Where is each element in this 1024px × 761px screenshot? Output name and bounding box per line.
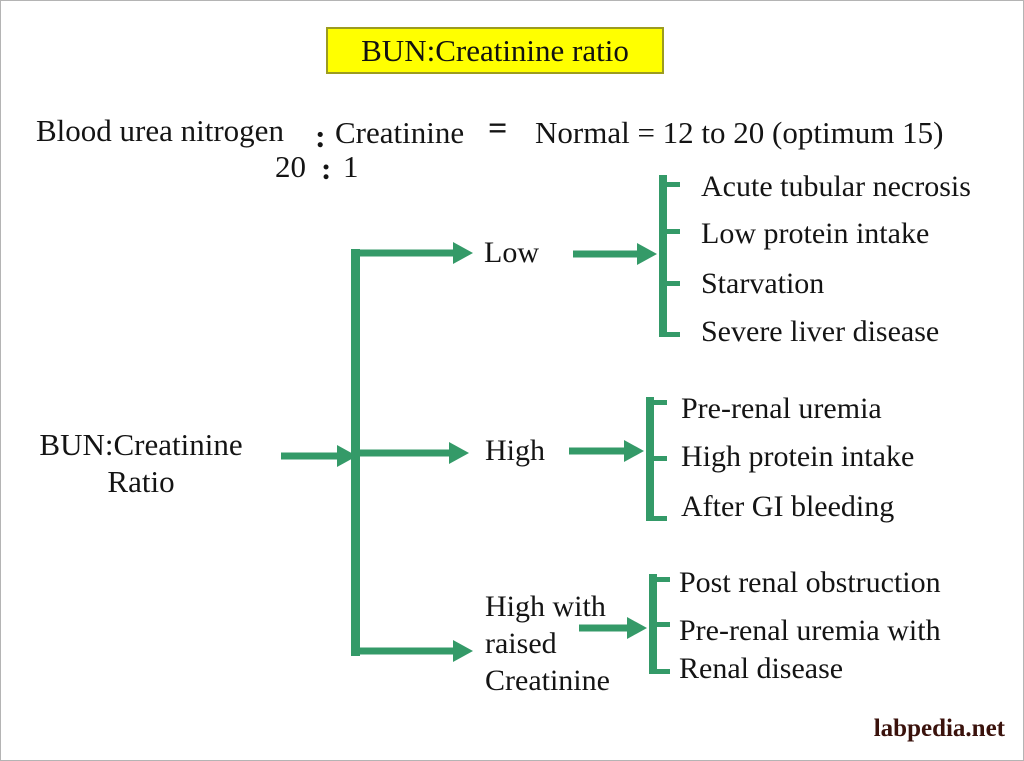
formula-colon-2: : — [321, 151, 332, 186]
raised-item-2: Pre-renal uremia with Renal disease — [679, 614, 941, 685]
formula-ratio-1: 1 — [343, 149, 359, 184]
node-high-raised: High with raised Creatinine — [485, 590, 610, 697]
high-item-1: Pre-renal uremia — [681, 392, 882, 425]
branch-trunk — [351, 249, 360, 656]
raised-arrow-icon — [355, 640, 473, 662]
low-item-2: Low protein intake — [701, 217, 930, 250]
root-arrow-icon — [281, 445, 357, 467]
low-item-4: Severe liver disease — [701, 315, 940, 348]
high-bracket-arrow-icon — [569, 440, 644, 462]
low-bracket-arrow-icon — [573, 243, 657, 265]
low-item-1: Acute tubular necrosis — [701, 170, 971, 203]
formula-colon-1: : — [315, 118, 326, 154]
high-item-2: High protein intake — [681, 440, 915, 473]
title-banner: BUN:Creatinine ratio — [326, 27, 664, 74]
bracket-low — [659, 175, 680, 337]
high-item-3: After GI bleeding — [681, 490, 895, 523]
formula-lhs: Blood urea nitrogen — [36, 113, 284, 148]
formula-creatinine: Creatinine — [335, 115, 465, 150]
node-low: Low — [484, 236, 539, 269]
raised-item-1: Post renal obstruction — [679, 566, 941, 599]
high-arrow-icon — [359, 442, 469, 464]
formula-ratio-20: 20 — [275, 149, 306, 184]
node-root: BUN:Creatinine Ratio — [39, 427, 243, 499]
low-item-3: Starvation — [701, 267, 825, 300]
bracket-high — [646, 397, 667, 521]
node-high: High — [485, 434, 545, 467]
low-arrow-icon — [355, 242, 473, 264]
watermark-labpedia: labpedia.net — [873, 715, 1005, 742]
bracket-raised — [649, 574, 670, 674]
formula-rhs: Normal = 12 to 20 (optimum 15) — [535, 115, 944, 150]
formula-equals: = — [488, 110, 508, 147]
title-text: BUN:Creatinine ratio — [361, 32, 629, 68]
